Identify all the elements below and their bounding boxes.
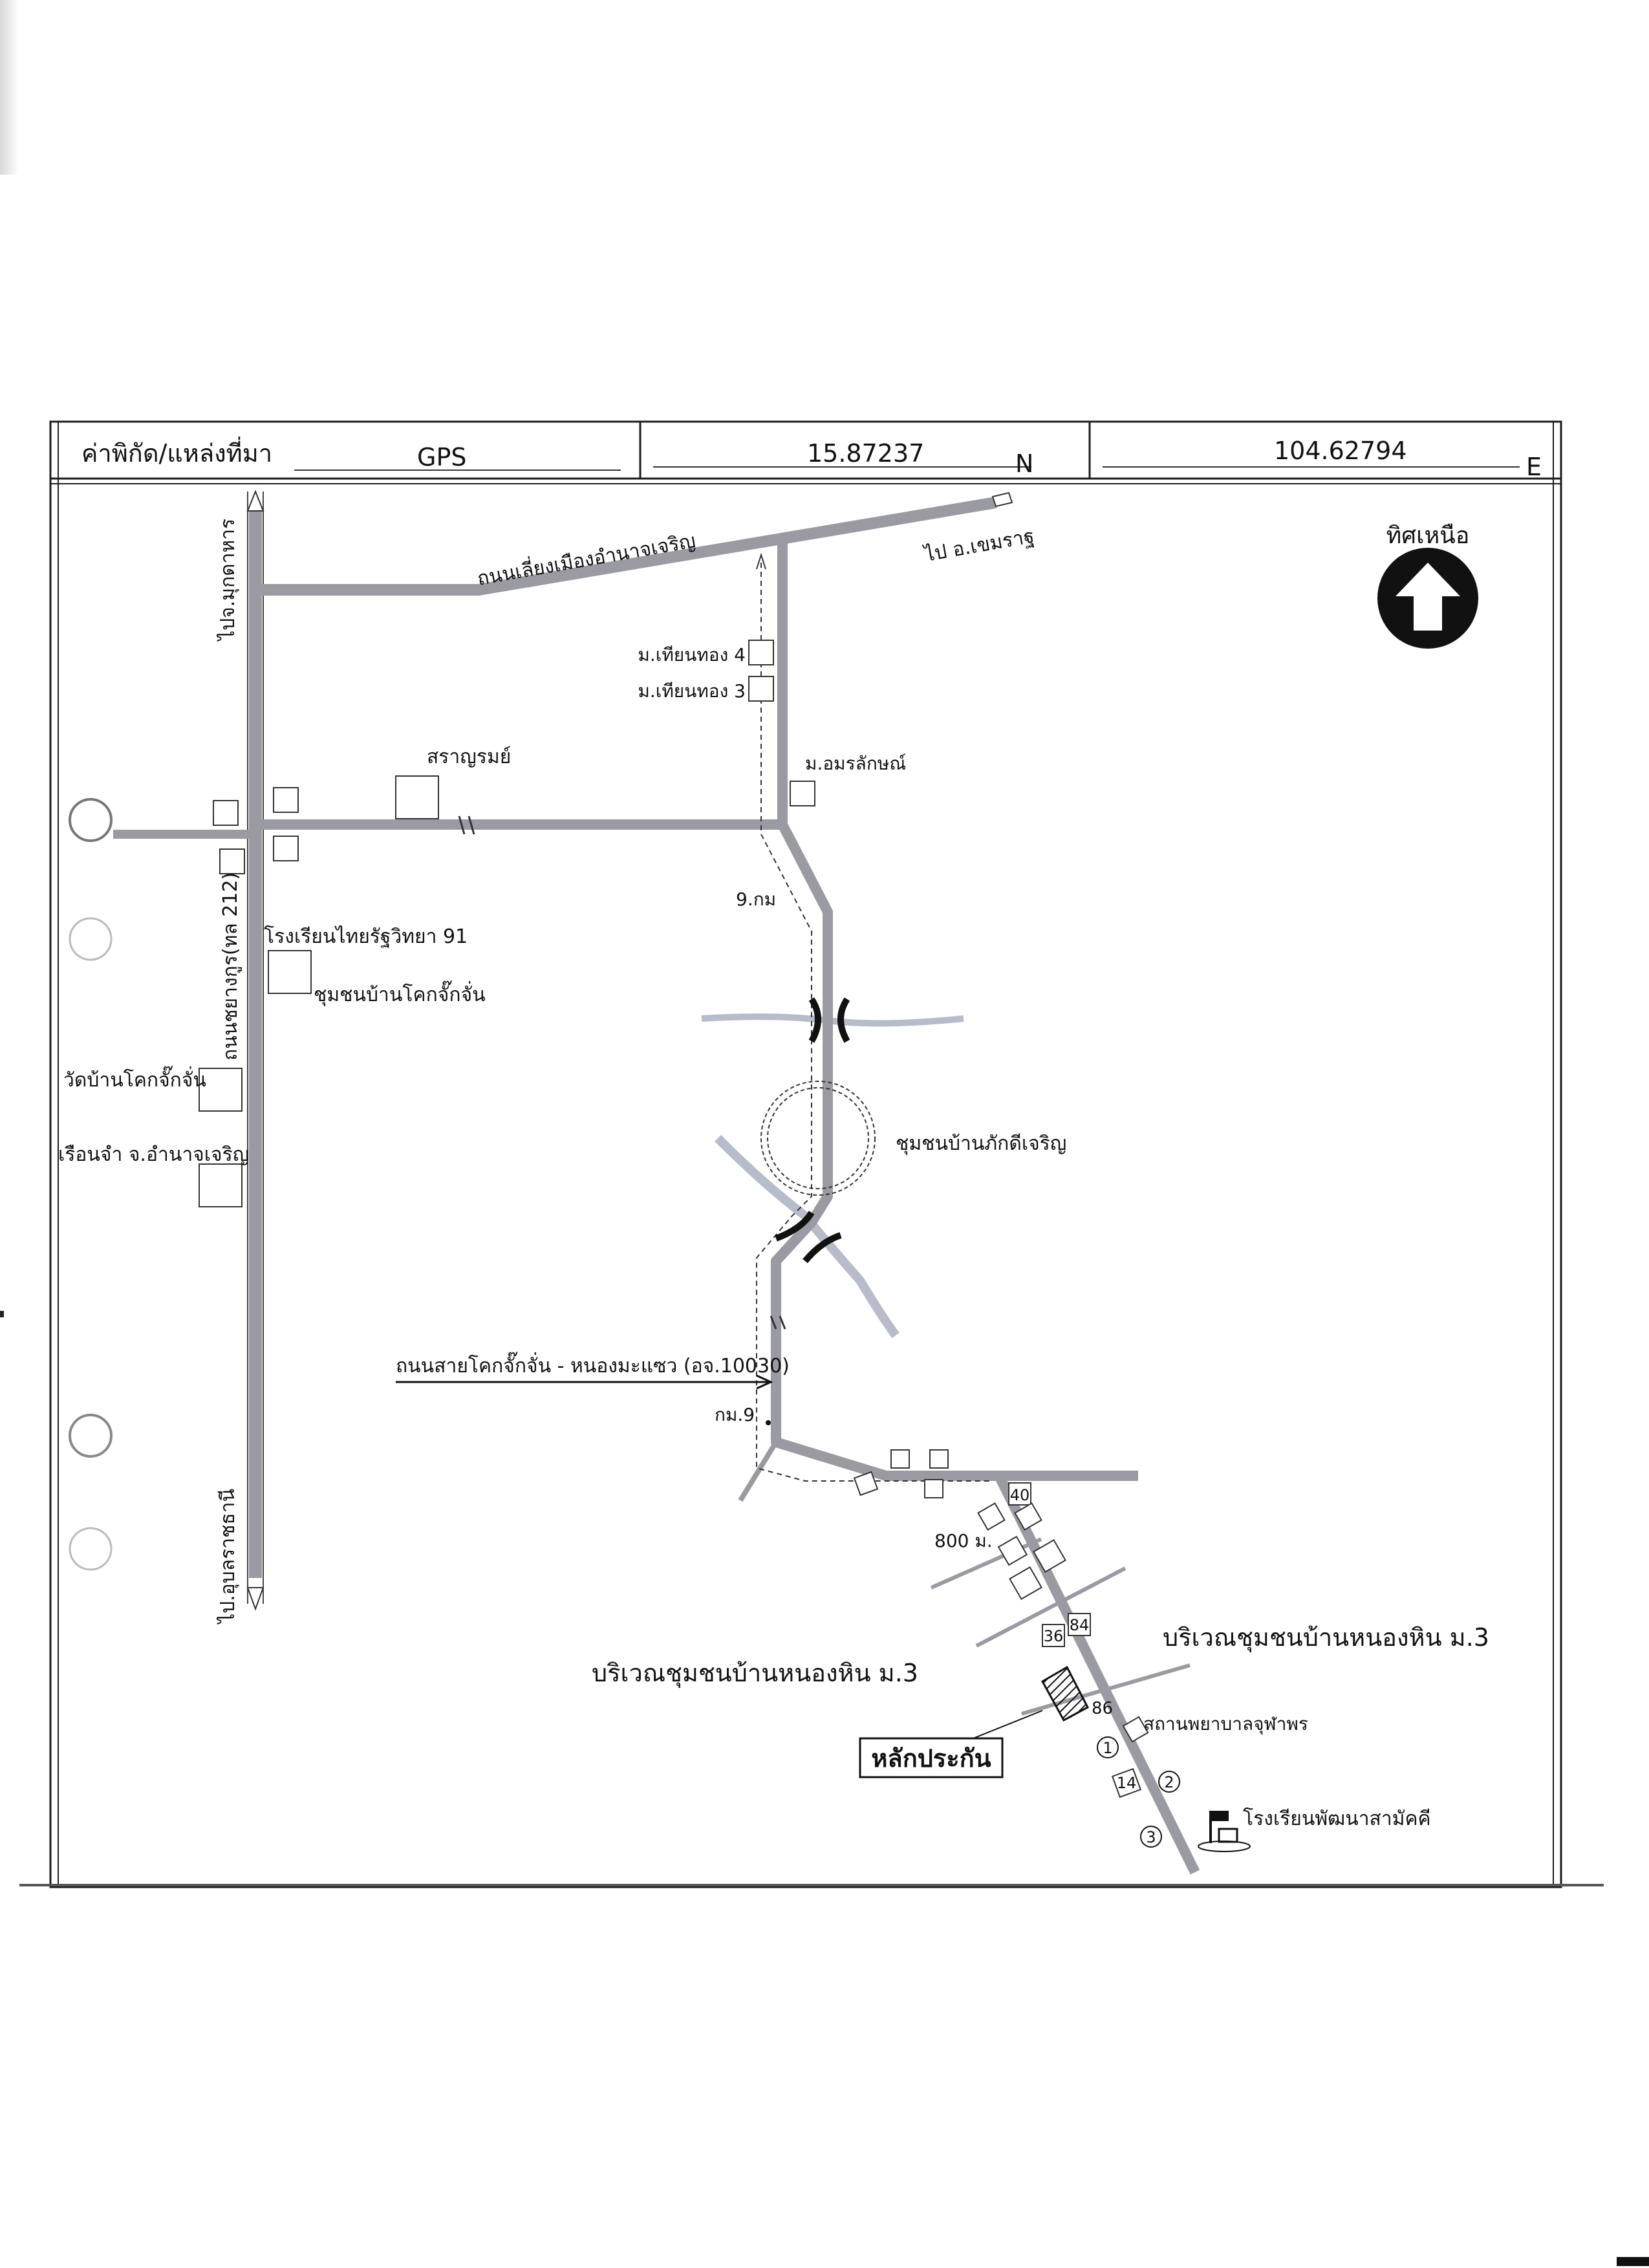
bridge-upper-west <box>808 997 821 1043</box>
building <box>213 800 239 826</box>
building-36 <box>1042 1624 1065 1647</box>
label-nonghin-left: บริเวณชุมชนบ้านหนองหิน ม.3 <box>592 1659 918 1688</box>
collateral-pointer <box>969 1710 1043 1740</box>
label-thairat-school: โรงเรียนไทยรัฐวิทยา 91 <box>264 925 468 948</box>
building <box>977 1502 1006 1531</box>
building <box>273 787 299 813</box>
marker-circle-3 <box>1140 1826 1162 1848</box>
label-phakdi-community: ชุมชนบ้านภักดีเจริญ <box>896 1132 1066 1156</box>
marker-number-2: 2 <box>1164 1773 1174 1791</box>
building-saranrom <box>395 775 439 819</box>
north-arrow-icon <box>1377 548 1478 649</box>
arrow-khemmarat <box>991 491 1013 508</box>
punch-hole <box>69 798 113 842</box>
label-amonlak: ม.อมรลักษณ์ <box>805 753 906 774</box>
lat-unit: N <box>1015 449 1033 478</box>
label-prison: เรือนจำ จ.อำนาจเจริญ <box>58 1143 249 1166</box>
label-khok-temple: วัดบ้านโคกจั๊กจั่น <box>63 1066 206 1092</box>
sheet-bottom-line <box>19 1884 1604 1886</box>
building-health-center <box>1122 1716 1149 1743</box>
compass-label: ทิศเหนือ <box>1386 523 1470 549</box>
house-number-40: 40 <box>1010 1486 1030 1504</box>
building-prison <box>199 1163 242 1207</box>
road-mukdahan-label: ไปจ.มุกดาหาร <box>216 519 240 642</box>
punch-hole <box>69 1527 113 1571</box>
label-health-center: สถานพยาบาลจุฬาพร <box>1143 1713 1308 1735</box>
building <box>997 1535 1028 1566</box>
bridge-lower-east <box>803 1232 842 1264</box>
house-number-86: 86 <box>1092 1699 1113 1718</box>
building-84 <box>1068 1613 1091 1636</box>
scan-shadow <box>0 0 19 175</box>
scan-corner-mark <box>1617 2257 1649 2266</box>
school-flag-icon <box>1198 1811 1251 1852</box>
building <box>273 836 299 861</box>
building <box>219 848 245 874</box>
marker-circle-2 <box>1158 1771 1180 1793</box>
building <box>1033 1539 1066 1573</box>
road-khemmarat-label: ไป อ.เขมราฐ <box>921 524 1036 567</box>
label-thianthong3: ม.เทียนทอง 3 <box>638 680 746 702</box>
marker-number-1: 1 <box>1103 1739 1112 1757</box>
phakdi-circle <box>760 1081 876 1196</box>
collateral-box <box>859 1737 1004 1778</box>
dashed-route <box>756 563 989 1482</box>
building-40 <box>1008 1482 1031 1506</box>
marker-circle-1 <box>1097 1736 1119 1758</box>
road-bypass <box>260 497 997 596</box>
arrow-north-end <box>246 490 264 512</box>
scan-edge-mark <box>0 1311 4 1317</box>
coordinate-label: ค่าพิกัด/แหล่งที่มา <box>81 439 273 468</box>
building-14 <box>1111 1767 1142 1798</box>
source-value: GPS <box>417 443 467 471</box>
bridge-upper-east <box>837 997 850 1043</box>
house-number-84: 84 <box>1070 1616 1090 1634</box>
building <box>924 1479 943 1498</box>
building-thianthong4 <box>748 640 774 665</box>
road-khok-nongma <box>771 543 1138 1481</box>
bridge-lower-west <box>775 1211 815 1242</box>
label-collateral: หลักประกัน <box>871 1744 991 1773</box>
building <box>1009 1566 1042 1600</box>
lon-unit: E <box>1526 453 1542 481</box>
building <box>890 1449 910 1469</box>
arrow-south-end <box>246 1587 264 1611</box>
marker-number-3: 3 <box>1146 1828 1156 1846</box>
buildings <box>199 640 1149 1798</box>
latitude-value: 15.87237 <box>807 439 925 468</box>
collateral-parcel <box>1040 1665 1090 1722</box>
building-amonlak <box>790 781 815 806</box>
longitude-value: 104.62794 <box>1274 437 1407 465</box>
map-frame-inner <box>58 421 1554 1888</box>
distance-km9-upper: 9.กม <box>736 889 776 910</box>
house-number-36: 36 <box>1044 1627 1064 1645</box>
building-khok-temple <box>199 1068 242 1112</box>
distance-800m: 800 ม. <box>934 1530 993 1551</box>
road-chayangkun-label: ถนนชยางกูร(ทล 212) <box>219 872 242 1061</box>
coordinate-header: ค่าพิกัด/แหล่งที่มา GPS 15.87237 104.627… <box>50 422 1561 479</box>
label-saranrom: สราญรมย์ <box>427 746 511 768</box>
building <box>1014 1502 1042 1531</box>
label-thianthong4: ม.เทียนทอง 4 <box>638 644 746 665</box>
road-khok-nongma-label: ถนนสายโคกจั๊กจั่น - หนองมะแซว (อจ.10030) <box>396 1352 790 1377</box>
label-nonghin-right: บริเวณชุมชนบ้านหนองหิน ม.3 <box>1163 1623 1489 1652</box>
building <box>853 1471 879 1496</box>
building-thairat-school <box>268 950 312 994</box>
label-school: โรงเรียนพัฒนาสามัคคี <box>1243 1807 1431 1830</box>
road-ubon-label: ไป.อุบลราชธานี <box>216 1489 240 1625</box>
river-lower <box>715 1135 900 1339</box>
house-number-14: 14 <box>1117 1774 1137 1792</box>
punch-hole <box>69 917 113 961</box>
distance-km9-lower: กม.9 <box>715 1404 755 1425</box>
building <box>929 1449 949 1469</box>
building-thianthong3 <box>748 676 774 702</box>
punch-hole <box>69 1414 113 1458</box>
label-khok-community: ชุมชนบ้านโคกจั๊กจั่น <box>314 980 486 1007</box>
